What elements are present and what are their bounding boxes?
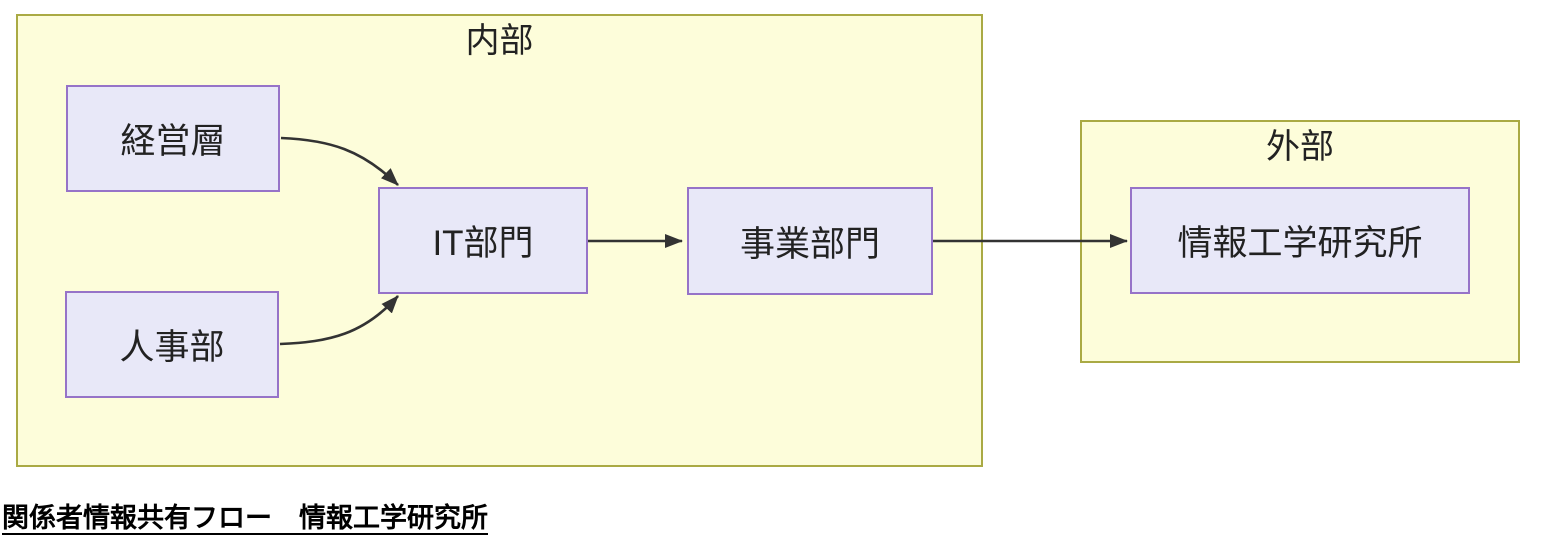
node-management-label: 経営層 [120, 122, 226, 161]
node-iit-lab-label: 情報工学研究所 [1177, 224, 1423, 263]
node-it: IT部門 [378, 187, 588, 294]
node-it-label: IT部門 [432, 224, 534, 263]
node-hr: 人事部 [65, 291, 279, 398]
node-business: 事業部門 [687, 187, 933, 295]
diagram-title: 関係者情報共有フロー 情報工学研究所 [2, 503, 488, 533]
node-management: 経営層 [66, 85, 280, 192]
node-business-label: 事業部門 [739, 224, 880, 264]
node-hr-label: 人事部 [119, 328, 225, 367]
container-external-label: 外部 [1266, 128, 1334, 166]
node-iit-lab: 情報工学研究所 [1130, 187, 1470, 294]
container-internal-label: 内部 [465, 22, 534, 60]
